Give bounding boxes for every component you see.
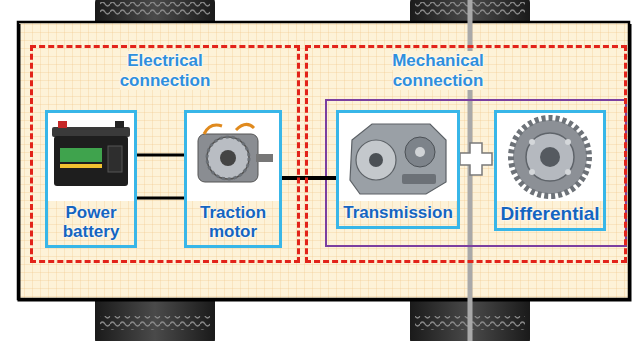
transmission-picture	[339, 113, 457, 201]
driveline-outline	[326, 100, 626, 246]
component-label: Transmission	[339, 201, 457, 226]
component-box: Transmission	[336, 110, 460, 229]
component-box: Differential	[494, 110, 606, 231]
drive-shaft	[282, 176, 336, 180]
group-title: Mechanical connection	[392, 51, 484, 90]
plus-symbol	[460, 143, 492, 175]
component-label: Differential	[497, 201, 603, 228]
title-wrapper: Mechanical connection	[363, 51, 513, 92]
chassis-shadow	[19, 24, 630, 300]
connection-group: Electrical connectionPower battery Tracti…	[30, 45, 300, 263]
title-wrapper: Electrical connection	[90, 51, 240, 92]
component-box: Traction motor	[184, 110, 282, 248]
differential-picture	[497, 113, 603, 201]
chassis	[18, 22, 629, 299]
component-box: Power battery	[45, 110, 137, 248]
component-label: Power battery	[48, 201, 134, 245]
group-title: Electrical connection	[120, 51, 211, 90]
component-label: Traction motor	[187, 201, 279, 245]
motor-picture	[187, 113, 279, 201]
electrical-wire	[137, 155, 184, 198]
connection-group: Mechanical connectionTransmission Differe…	[305, 45, 627, 263]
battery-picture	[48, 113, 134, 201]
